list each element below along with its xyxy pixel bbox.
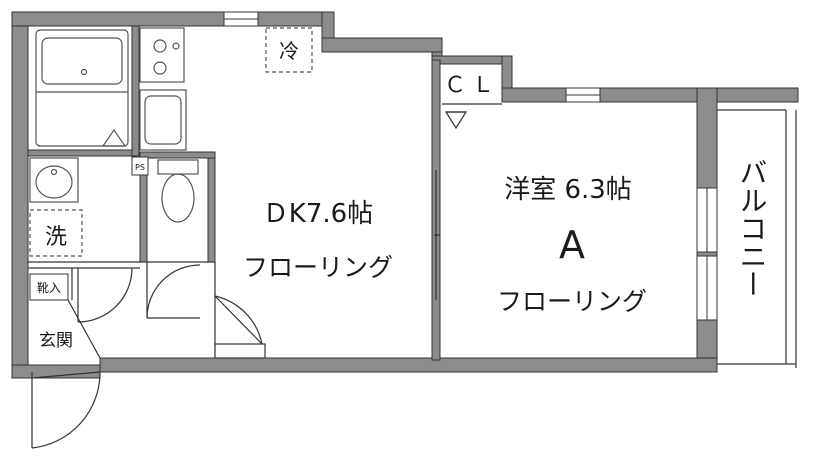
pipe-space-box [131, 156, 149, 176]
kitchen-sink-icon [139, 89, 187, 151]
shoe-box-label: 靴入 [37, 281, 61, 295]
washer-label: 洗 [45, 225, 67, 250]
dk-room-name: ＤK7.6帖 [263, 199, 373, 229]
balcony-label: バルコニー [736, 158, 769, 298]
unit-type-label: A [559, 223, 585, 267]
partitions [28, 109, 797, 368]
western-room-name: 洋室 6.3帖 [504, 175, 632, 205]
closet-label: ＣＬ [444, 73, 500, 98]
toilet-icon [157, 159, 199, 223]
exterior-walls [11, 11, 799, 379]
closet [442, 103, 502, 130]
fridge-label: 冷 [279, 39, 299, 63]
dk-floor-label: フローリング [243, 253, 393, 282]
interior-walls [27, 25, 441, 361]
shoe-box [29, 273, 69, 301]
entrance-label: 玄関 [39, 331, 73, 351]
fridge-space [265, 27, 313, 73]
stove-icon [139, 27, 185, 83]
doors [31, 170, 440, 449]
windows [223, 11, 718, 321]
washbasin-icon [29, 157, 79, 203]
bathtub-icon [35, 29, 129, 147]
pipe-space-label: PS [135, 163, 145, 172]
western-floor-label: フローリング [497, 287, 647, 316]
